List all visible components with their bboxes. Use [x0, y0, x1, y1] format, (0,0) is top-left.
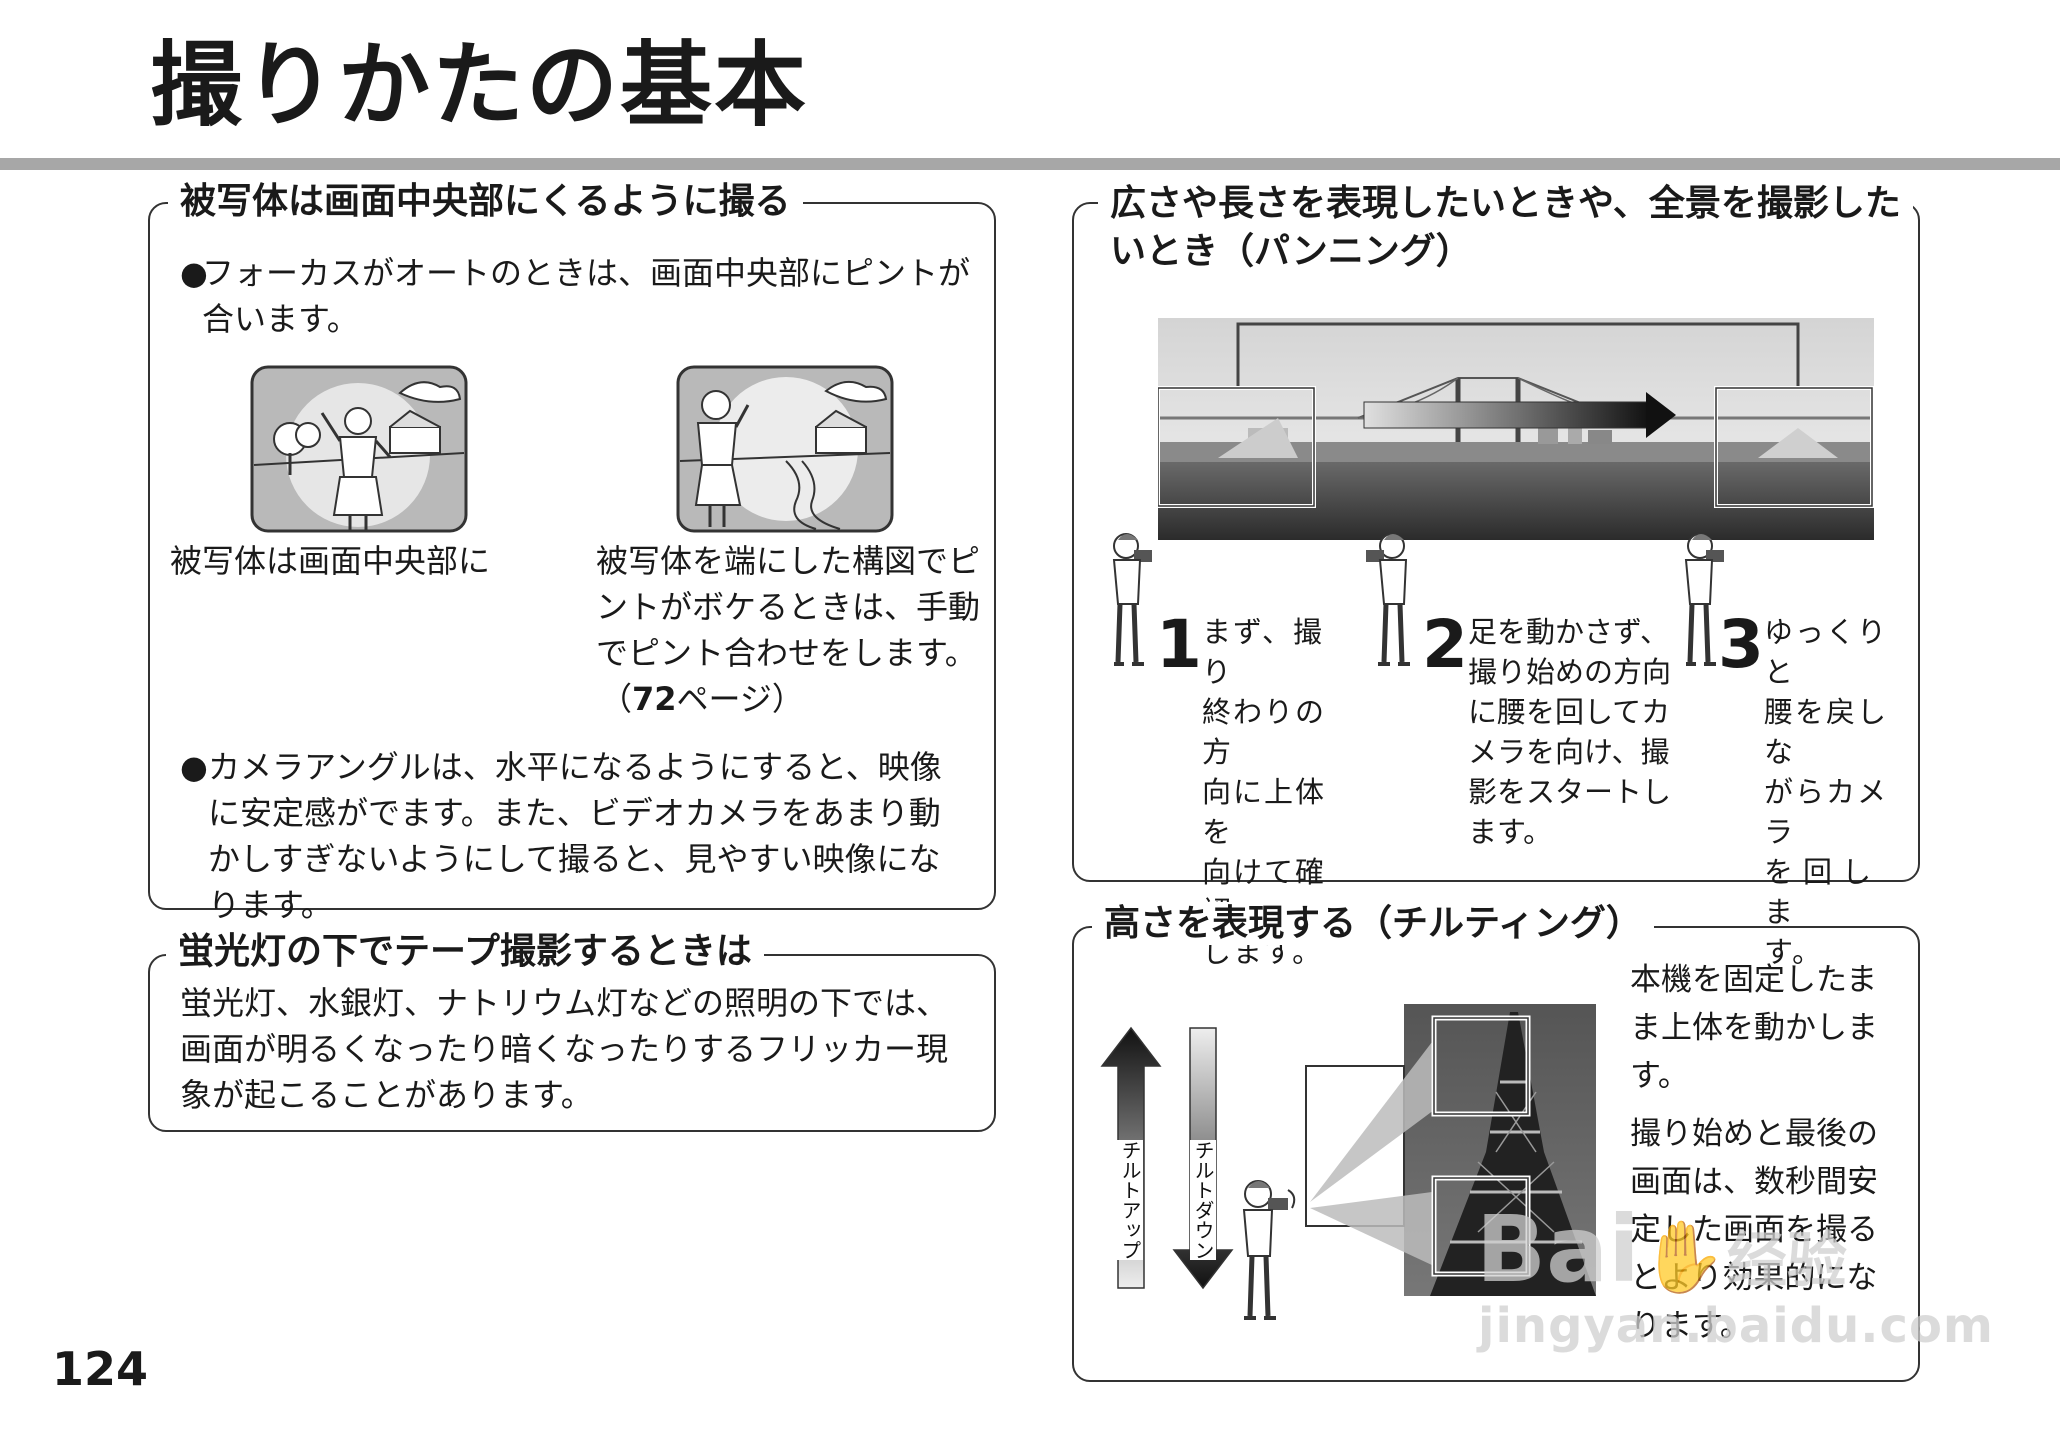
step-number-2: 2	[1422, 606, 1468, 683]
camera-operator-figure-3	[1684, 533, 1724, 666]
panning-heading-line1: 広さや長さを表現したいときや、全景を撮影した	[1098, 180, 1913, 228]
paw-icon: ✋	[1639, 1216, 1727, 1298]
tilting-text-2: 撮り始めと最後の 画面は、数秒間安 定した画面を撮る とより効果的にな ります。	[1630, 1116, 1878, 1344]
page-reference: （72ページ）	[600, 680, 804, 718]
tilt-down-label: チルトダウン	[1190, 1140, 1216, 1260]
panorama-photo	[1158, 318, 1874, 540]
fluorescent-heading: 蛍光灯の下でテープ撮影するときは	[166, 930, 764, 974]
tilting-text-1: 本機を固定したま ま上体を動かしま す。	[1630, 962, 1878, 1094]
step-text-2: 足を動かさず、 撮り始めの方向 に腰を回してカ メラを向け、撮 影をスタートし …	[1468, 615, 1672, 849]
step-number-3: 3	[1718, 606, 1764, 683]
caption-line: でピント合わせをします。	[596, 634, 977, 672]
camera-operator-figure-1	[1112, 533, 1152, 666]
camera-operator-figure-2	[1366, 533, 1410, 666]
focus-bullet: ● フォーカスがオートのときは、画面中央部にピントが合います。	[180, 250, 970, 342]
tower-photo	[1305, 1004, 1596, 1296]
illustration-subject-at-edge	[676, 365, 894, 533]
step-number-1: 1	[1156, 606, 1202, 683]
caption-line: ントがボケるときは、手動	[596, 588, 981, 626]
caption-subject-centered: 被写体は画面中央部に	[170, 542, 491, 580]
fluorescent-text: 蛍光灯、水銀灯、ナトリウム灯などの照明の下では、画面が明るくなったり暗くなったり…	[180, 984, 949, 1114]
bullet-dot: ●	[180, 748, 208, 786]
illustration-subject-centered	[250, 365, 468, 533]
camera-angle-bullet: ● カメラアングルは、水平になるようにすると、映像に安定感がでます。また、ビデオ…	[180, 744, 966, 928]
tilt-up-label: チルトアップ	[1117, 1140, 1143, 1260]
bullet-dot: ●	[180, 254, 208, 292]
tilting-heading: 高さを表現する（チルティング）	[1092, 902, 1654, 946]
caption-manual-focus: 被写体を端にした構図でピ ントがボケるときは、手動 でピント合わせをします。 （…	[596, 538, 992, 722]
page-reference-number: 72	[632, 680, 677, 718]
panning-heading-line2: いとき（パンニング）	[1098, 228, 1484, 276]
camera-angle-text: カメラアングルは、水平になるようにすると、映像に安定感がでます。また、ビデオカメ…	[208, 748, 942, 924]
caption-line: 被写体を端にした構図でピ	[596, 542, 981, 580]
center-subject-heading: 被写体は画面中央部にくるように撮る	[168, 180, 803, 224]
step-text-3: ゆっくりと 腰を戻しな がらカメラ を回しま す。	[1764, 615, 1889, 969]
panning-heading: 広さや長さを表現したいときや、全景を撮影した いとき（パンニング）	[1098, 180, 1913, 276]
title-rule	[0, 158, 2060, 170]
focus-bullet-text: フォーカスがオートのときは、画面中央部にピントが合います。	[202, 254, 971, 338]
page-number: 124	[52, 1342, 149, 1396]
camera-operator-figure-tilt	[1242, 1180, 1296, 1320]
page-title: 撮りかたの基本	[150, 32, 809, 139]
watermark-url: jingyan.baidu.com	[1478, 1298, 1994, 1354]
watermark-brand: Bai✋经验	[1476, 1196, 1847, 1303]
